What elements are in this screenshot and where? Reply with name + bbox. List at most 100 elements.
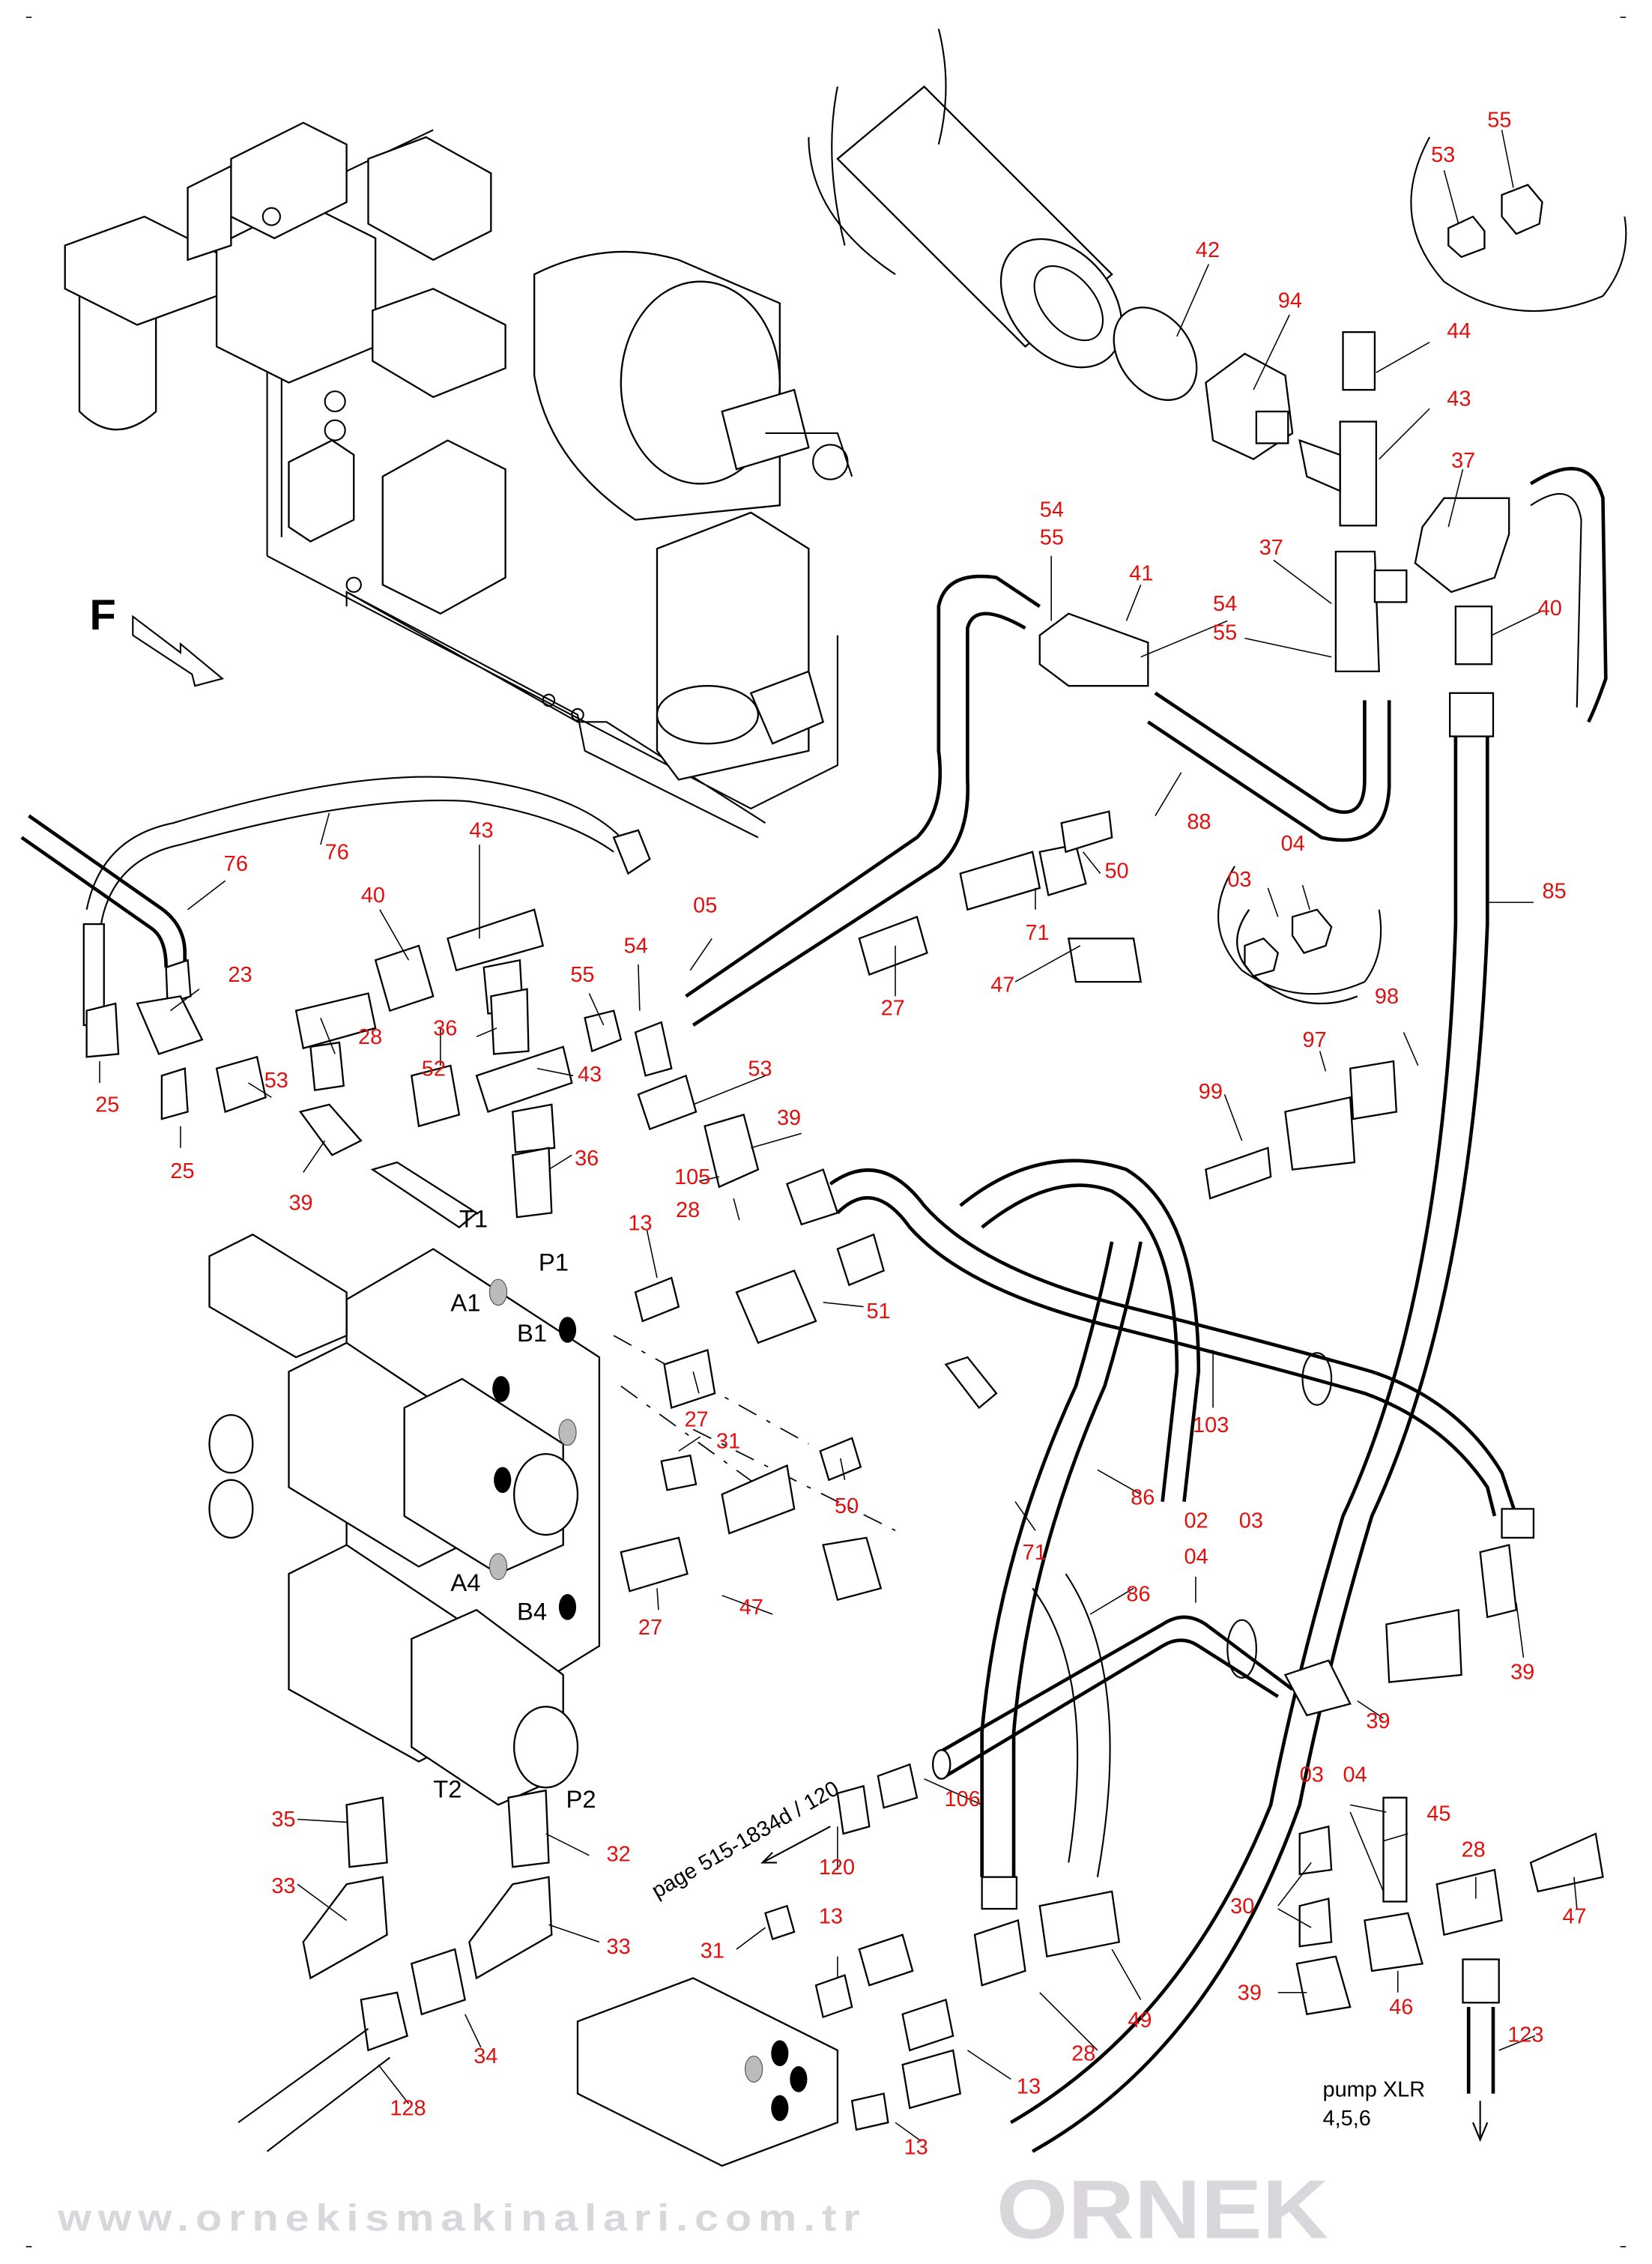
leader-lines [99,130,1578,2142]
pipe-05 [685,574,1041,1027]
part-label: 43 [469,818,493,842]
part-label: 46 [1389,1996,1413,2020]
part-label: 71 [1025,921,1049,945]
part-label: 05 [693,894,717,918]
part-labels: 55 53 42 94 44 43 37 54 55 41 37 54 55 4… [95,109,1586,2160]
part-label: 13 [904,2136,928,2160]
part-label: 39 [1366,1709,1390,1733]
pump-note-line2: 4,5,6 [1323,2107,1371,2131]
part-label: 86 [1131,1486,1155,1510]
part-label: 04 [1281,832,1305,856]
power-unit-assembly [64,121,853,839]
hose-85 [1010,692,1495,2153]
part-label: 04 [1184,1545,1208,1569]
part-label: 47 [1562,1904,1586,1928]
part-label: 25 [95,1093,119,1117]
port-a1: A1 [450,1288,480,1316]
part-label: 53 [1431,143,1455,167]
part-label: 88 [1187,810,1211,834]
port-p2: P2 [566,1785,596,1813]
hose-86 [980,1241,1143,1910]
part-label: 54 [624,935,648,959]
part-label: 44 [1447,319,1471,343]
part-label: 54 [1213,592,1237,616]
part-label: 55 [1040,525,1064,549]
corner-marks [25,16,1627,2248]
part-label: 36 [433,1016,457,1040]
part-label: 86 [1126,1583,1150,1607]
part-label: 02 [1184,1509,1208,1533]
part-label: 43 [1447,387,1471,411]
arrow-down-right-icon [132,615,225,687]
part-label: 28 [1462,1838,1486,1862]
part-label: 41 [1129,562,1153,586]
pump-note-line1: pump XLR [1323,2078,1426,2102]
part-label: 53 [264,1069,288,1093]
part-label: 50 [835,1494,859,1518]
part-label: 31 [716,1429,740,1453]
fittings-middle-left [85,908,760,1229]
pipe-88 [1038,612,1391,842]
part-label: 27 [881,996,905,1020]
part-label: 04 [1343,1763,1367,1787]
detail-circle-mid [1217,866,1382,995]
watermark: ORNEK www.ornekismakinalari.com.tr [57,2162,1328,2256]
port-t1: T1 [459,1205,488,1233]
part-label: 39 [288,1192,312,1216]
part-label: 97 [1303,1028,1327,1052]
part-label: 27 [685,1408,709,1432]
detail-circle-top [1410,136,1627,313]
part-label: 33 [607,1935,631,1959]
part-label: 55 [570,963,594,987]
part-label: 13 [628,1212,652,1236]
tee-fittings-right [1298,330,1608,723]
part-label: 42 [1196,238,1220,262]
part-label: 51 [866,1299,890,1323]
fittings-lower [237,1269,1604,2167]
part-label: 03 [1300,1763,1324,1787]
part-label: 106 [945,1787,981,1811]
part-label: 40 [361,884,385,908]
part-label: 40 [1538,597,1562,621]
pipe-86-lower [931,1615,1294,1780]
direction-letter: F [90,591,116,639]
part-label: 120 [819,1856,855,1880]
part-label: 13 [1017,2075,1041,2099]
hose-103 [785,1159,1535,1539]
part-label: 76 [224,852,248,876]
part-label: 123 [1507,2023,1543,2047]
part-label: 28 [358,1025,382,1049]
part-label: 31 [701,1940,724,1963]
part-label: 54 [1040,498,1064,522]
part-label: 94 [1278,289,1302,313]
port-a4: A4 [450,1569,480,1596]
fittings-middle-right [858,810,1398,1200]
port-b4: B4 [517,1598,547,1625]
part-label: 71 [1023,1541,1047,1565]
part-label: 32 [607,1842,631,1866]
part-label: 85 [1543,879,1567,903]
page-reference: page 515-1834d / 120 [647,1777,843,1904]
part-label: 37 [1451,449,1475,473]
part-label: 55 [1487,109,1511,133]
part-label: 55 [1213,621,1237,645]
part-label: 39 [1238,1981,1262,2005]
part-label: 43 [578,1063,602,1087]
part-label: 105 [674,1165,710,1189]
part-label: 49 [1128,2008,1152,2032]
part-label: 98 [1375,985,1399,1009]
part-label: 36 [575,1147,599,1171]
part-label: 99 [1199,1080,1223,1104]
part-label: 03 [1227,868,1251,892]
part-label: 03 [1239,1509,1263,1533]
part-label: 37 [1259,536,1283,560]
part-label: 128 [390,2097,426,2121]
watermark-url: www.ornekismakinalari.com.tr [57,2197,867,2239]
part-label: 25 [170,1159,194,1183]
hose-76 [20,776,651,1027]
part-label: 23 [229,963,252,987]
port-b1: B1 [517,1319,547,1347]
port-p1: P1 [539,1248,569,1276]
part-label: 35 [271,1808,295,1832]
